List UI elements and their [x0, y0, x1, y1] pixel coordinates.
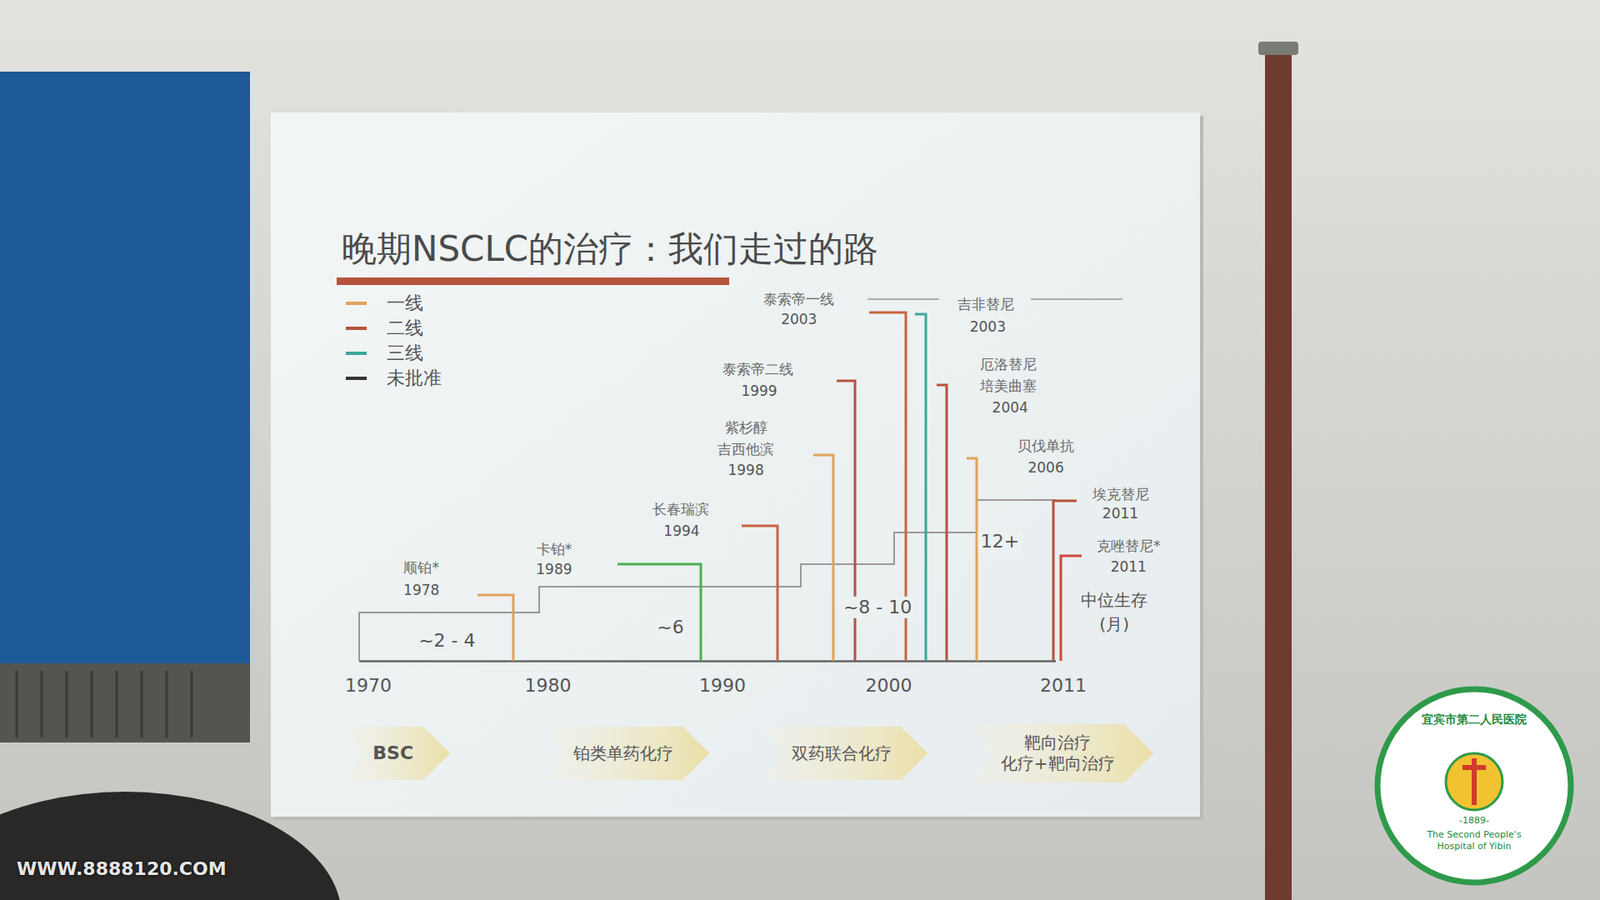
drug-line [966, 458, 977, 661]
approval-year: 2004 [992, 398, 1029, 415]
approval-year: 1998 [727, 461, 764, 479]
drug-line [915, 314, 926, 661]
pole-cap [1258, 41, 1299, 55]
approval-year: 1989 [535, 560, 572, 578]
axis-tick: 1980 [525, 675, 572, 697]
blue-panel [0, 71, 250, 664]
drug-line [741, 525, 778, 661]
drug-line [617, 564, 701, 661]
axis-tick: 2000 [865, 675, 913, 697]
radiator-fins [16, 670, 192, 738]
audience-head [0, 791, 342, 900]
approval-year: 2006 [1027, 459, 1064, 476]
axis-tick: 1970 [345, 675, 392, 697]
legend-swatch [345, 326, 367, 330]
legend-item: 三线 [345, 340, 424, 366]
pole [1265, 50, 1292, 900]
slide-title: 晚期NSCLC的治疗：我们走过的路 [341, 228, 879, 270]
drug-name: 紫杉醇 [725, 419, 768, 436]
drug-name: 泰索帝二线 [722, 360, 794, 378]
survival-axis-title: 中位生存 [1080, 590, 1148, 610]
drug-name: 厄洛替尼 [980, 355, 1037, 373]
drug-name: 埃克替尼 [1092, 485, 1150, 502]
drug-name: 吉非替尼 [957, 295, 1015, 313]
chevron-fill [763, 726, 928, 780]
chevron-fill [970, 724, 1154, 783]
survival-value: ~6 [654, 616, 686, 639]
approval-year: 2003 [780, 310, 817, 328]
logo-text: 宜宾市第二人民医院 [1421, 712, 1527, 727]
axis-line [359, 660, 1056, 663]
legend-text: 二线 [386, 315, 424, 341]
legend-item: 一线 [345, 290, 424, 316]
stage-label: 双药联合化疗 [791, 743, 892, 765]
watermark: WWW.8888120.COM [16, 858, 227, 880]
radiator [0, 663, 250, 743]
approval-year: 1999 [740, 382, 777, 400]
drug-line [1060, 555, 1082, 661]
approval-year: 2003 [970, 318, 1006, 335]
legend-swatch [345, 376, 367, 380]
legend-item: 未批准 [345, 365, 442, 391]
chevron-fill [545, 726, 710, 780]
legend-item: 二线 [345, 315, 424, 341]
stage-chevron: BSC [345, 726, 450, 780]
survival-value: ~8 - 10 [840, 595, 915, 618]
title-bar [336, 277, 730, 285]
axis-tick: 1990 [699, 675, 746, 697]
survival-step-line [359, 500, 1056, 661]
legend-swatch [345, 351, 367, 355]
survival-value: ~2 - 4 [415, 630, 478, 652]
drug-name: 顺铂* [403, 559, 440, 576]
legend-text: 三线 [386, 340, 424, 366]
survival-value: 12+ [978, 530, 1022, 553]
logo-emblem [1445, 753, 1503, 810]
drug-name: 卡铂* [536, 540, 573, 558]
logo-cross [1462, 765, 1486, 770]
legend-swatch [345, 301, 367, 305]
stage-chevron: 靶向治疗化疗+靶向治疗 [970, 724, 1154, 783]
survival-axis-title: (月) [1099, 614, 1130, 635]
legend-text: 一线 [386, 290, 424, 316]
legend-text: 未批准 [386, 365, 442, 391]
logo-ring [1377, 689, 1571, 883]
drug-line [813, 455, 834, 661]
stage-label: 靶向治疗 [1000, 732, 1115, 754]
drug-line [477, 595, 514, 661]
stage-chevron: 铂类单药化疗 [545, 726, 710, 780]
drug-name: 吉西他滨 [717, 440, 775, 458]
stage-label: 化疗+靶向治疗 [1000, 753, 1115, 775]
drug-name: 泰索帝一线 [763, 290, 835, 308]
stage-chevron: 双药联合化疗 [763, 726, 928, 780]
approval-year: 2011 [1102, 505, 1139, 522]
drug-name: 克唑替尼* [1096, 537, 1161, 555]
drug-line [1053, 500, 1077, 661]
chevron-fill [345, 726, 450, 780]
drug-line [936, 385, 947, 661]
slide [270, 112, 1200, 817]
drug-name: 培美曲塞 [980, 377, 1037, 395]
drug-name: 长春瑞滨 [652, 500, 710, 518]
stage-label: 铂类单药化疗 [573, 743, 674, 765]
logo-text: -1889- [1459, 815, 1490, 826]
stage-label: BSC [372, 741, 414, 765]
drug-lines [477, 312, 1082, 661]
approval-year: 1978 [403, 581, 440, 599]
drug-name: 贝伐单抗 [1017, 437, 1075, 455]
approval-year: 2011 [1110, 557, 1147, 575]
logo-text: The Second People's Hospital of Yibin [1411, 829, 1537, 853]
approval-year: 1994 [663, 522, 700, 540]
drug-line [836, 380, 855, 661]
axis-tick: 2011 [1040, 675, 1087, 697]
